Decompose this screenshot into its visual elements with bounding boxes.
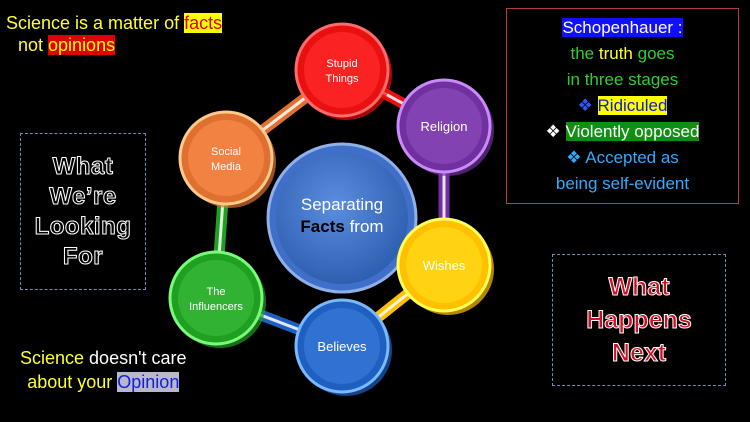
node-wishes: Wishes <box>396 217 494 315</box>
node-believes: Believes <box>294 298 392 396</box>
looking-for-box: What We’re Looking For <box>20 133 146 290</box>
schopenhauer-title: Schopenhauer : <box>562 18 683 37</box>
bullet-icon: ❖ <box>545 122 561 141</box>
stage-ridiculed: Ridiculed <box>597 96 668 115</box>
center-from: from <box>345 217 384 236</box>
what-happens-next-text: What Happens Next <box>586 272 693 367</box>
stage-opposed: Violently opposed <box>565 122 700 141</box>
node-face <box>188 120 264 196</box>
science-opinion-quote: Science doesn't care about your Opinion <box>20 348 187 392</box>
node-face <box>304 32 380 108</box>
looking-for-text: What We’re Looking For <box>34 152 132 270</box>
node-label-wishes: Wishes <box>423 258 466 273</box>
stage-accepted: Accepted as <box>585 148 679 167</box>
node-label-believes: Believes <box>317 339 367 354</box>
node-face <box>406 227 482 303</box>
schopenhauer-box: Schopenhauer : the truth goes in three s… <box>506 8 739 204</box>
node-label2-stupid-things: Things <box>325 73 359 85</box>
center-facts: Facts <box>300 217 344 236</box>
node-label2-influencers: Influencers <box>189 301 243 313</box>
node-label-social-media: Social <box>211 146 241 158</box>
science-facts-quote: Science is a matter of facts not opinion… <box>6 13 223 55</box>
node-label-stupid-things: Stupid <box>326 58 357 70</box>
node-face <box>406 88 482 164</box>
node-label2-social-media: Media <box>211 161 242 173</box>
bullet-icon: ❖ <box>566 148 582 167</box>
node-label-influencers: The <box>207 286 226 298</box>
bullet-icon: ❖ <box>577 96 593 115</box>
center-line1: Separating <box>301 195 383 214</box>
node-face <box>178 260 254 336</box>
what-happens-next-box: What Happens Next <box>552 254 726 386</box>
center-circle: Separating Facts from <box>266 142 418 294</box>
svg-text:Facts from: Facts from <box>300 217 383 236</box>
node-face <box>304 308 380 384</box>
node-label-religion: Religion <box>421 119 468 134</box>
node-religion: Religion <box>396 78 494 176</box>
